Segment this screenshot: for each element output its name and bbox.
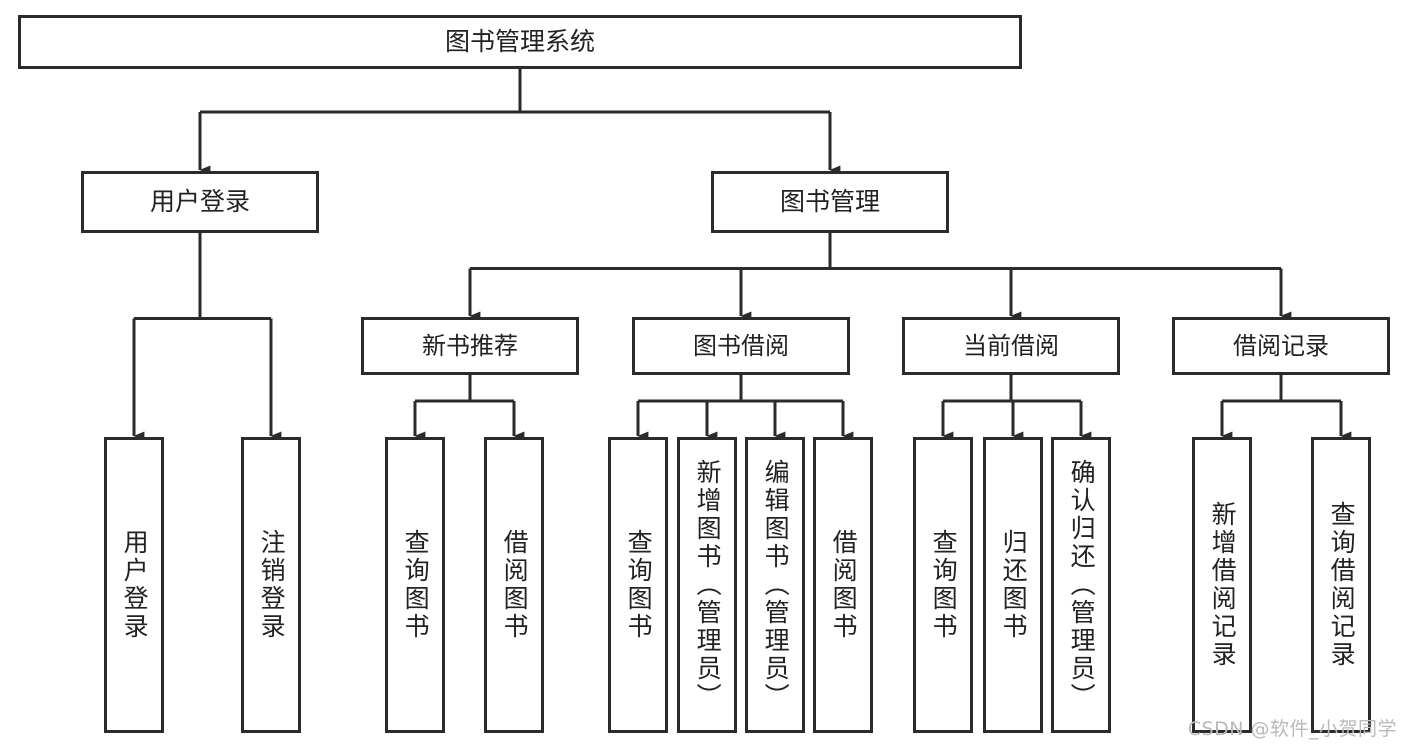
- node-label-leaf-borrow-book-2: 借阅图书: [829, 529, 859, 641]
- node-label-leaf-query-book-2: 查询图书: [624, 529, 654, 641]
- node-leaf-return-book[interactable]: 归还图书: [983, 437, 1043, 733]
- node-label-book-manage: 图书管理: [779, 187, 880, 217]
- node-label-current-borrow: 当前借阅: [963, 331, 1059, 360]
- node-label-leaf-user-logout: 注销登录: [257, 529, 287, 641]
- node-root[interactable]: 图书管理系统: [18, 15, 1022, 69]
- node-label-leaf-query-book-3: 查询图书: [929, 529, 959, 641]
- node-label-new-book-rec: 新书推荐: [422, 331, 518, 360]
- node-leaf-add-book[interactable]: 新增图书（管理员）: [677, 437, 737, 733]
- node-leaf-confirm-return[interactable]: 确认归还（管理员）: [1051, 437, 1111, 733]
- node-label-leaf-add-record: 新增借阅记录: [1208, 501, 1238, 669]
- node-label-user-login: 用户登录: [149, 187, 250, 217]
- node-label-leaf-query-book-1: 查询图书: [401, 529, 431, 641]
- node-leaf-query-book-3[interactable]: 查询图书: [913, 437, 973, 733]
- node-leaf-query-book-1[interactable]: 查询图书: [385, 437, 445, 733]
- node-leaf-borrow-book-2[interactable]: 借阅图书: [813, 437, 873, 733]
- node-label-leaf-borrow-book-1: 借阅图书: [500, 529, 530, 641]
- node-leaf-borrow-book-1[interactable]: 借阅图书: [484, 437, 544, 733]
- node-label-leaf-return-book: 归还图书: [999, 529, 1029, 641]
- node-current-borrow[interactable]: 当前借阅: [902, 317, 1120, 375]
- node-label-root: 图书管理系统: [444, 27, 595, 57]
- node-leaf-user-logout[interactable]: 注销登录: [241, 437, 301, 733]
- connector-group: [132, 69, 1352, 441]
- node-label-leaf-confirm-return: 确认归还（管理员）: [1067, 459, 1097, 711]
- node-borrow-record[interactable]: 借阅记录: [1172, 317, 1390, 375]
- node-leaf-add-record[interactable]: 新增借阅记录: [1192, 437, 1252, 733]
- node-user-login[interactable]: 用户登录: [81, 171, 319, 233]
- node-label-leaf-edit-book: 编辑图书（管理员）: [761, 459, 791, 711]
- node-new-book-rec[interactable]: 新书推荐: [361, 317, 579, 375]
- node-label-leaf-add-book: 新增图书（管理员）: [693, 459, 723, 711]
- node-leaf-edit-book[interactable]: 编辑图书（管理员）: [745, 437, 805, 733]
- node-leaf-user-login[interactable]: 用户登录: [104, 437, 164, 733]
- node-book-manage[interactable]: 图书管理: [711, 171, 949, 233]
- node-label-leaf-query-record: 查询借阅记录: [1327, 501, 1357, 669]
- node-label-leaf-user-login: 用户登录: [120, 529, 150, 641]
- node-leaf-query-record[interactable]: 查询借阅记录: [1311, 437, 1371, 733]
- node-leaf-query-book-2[interactable]: 查询图书: [608, 437, 668, 733]
- node-label-borrow-record: 借阅记录: [1233, 331, 1329, 360]
- node-book-borrow[interactable]: 图书借阅: [632, 317, 850, 375]
- node-label-book-borrow: 图书借阅: [693, 331, 789, 360]
